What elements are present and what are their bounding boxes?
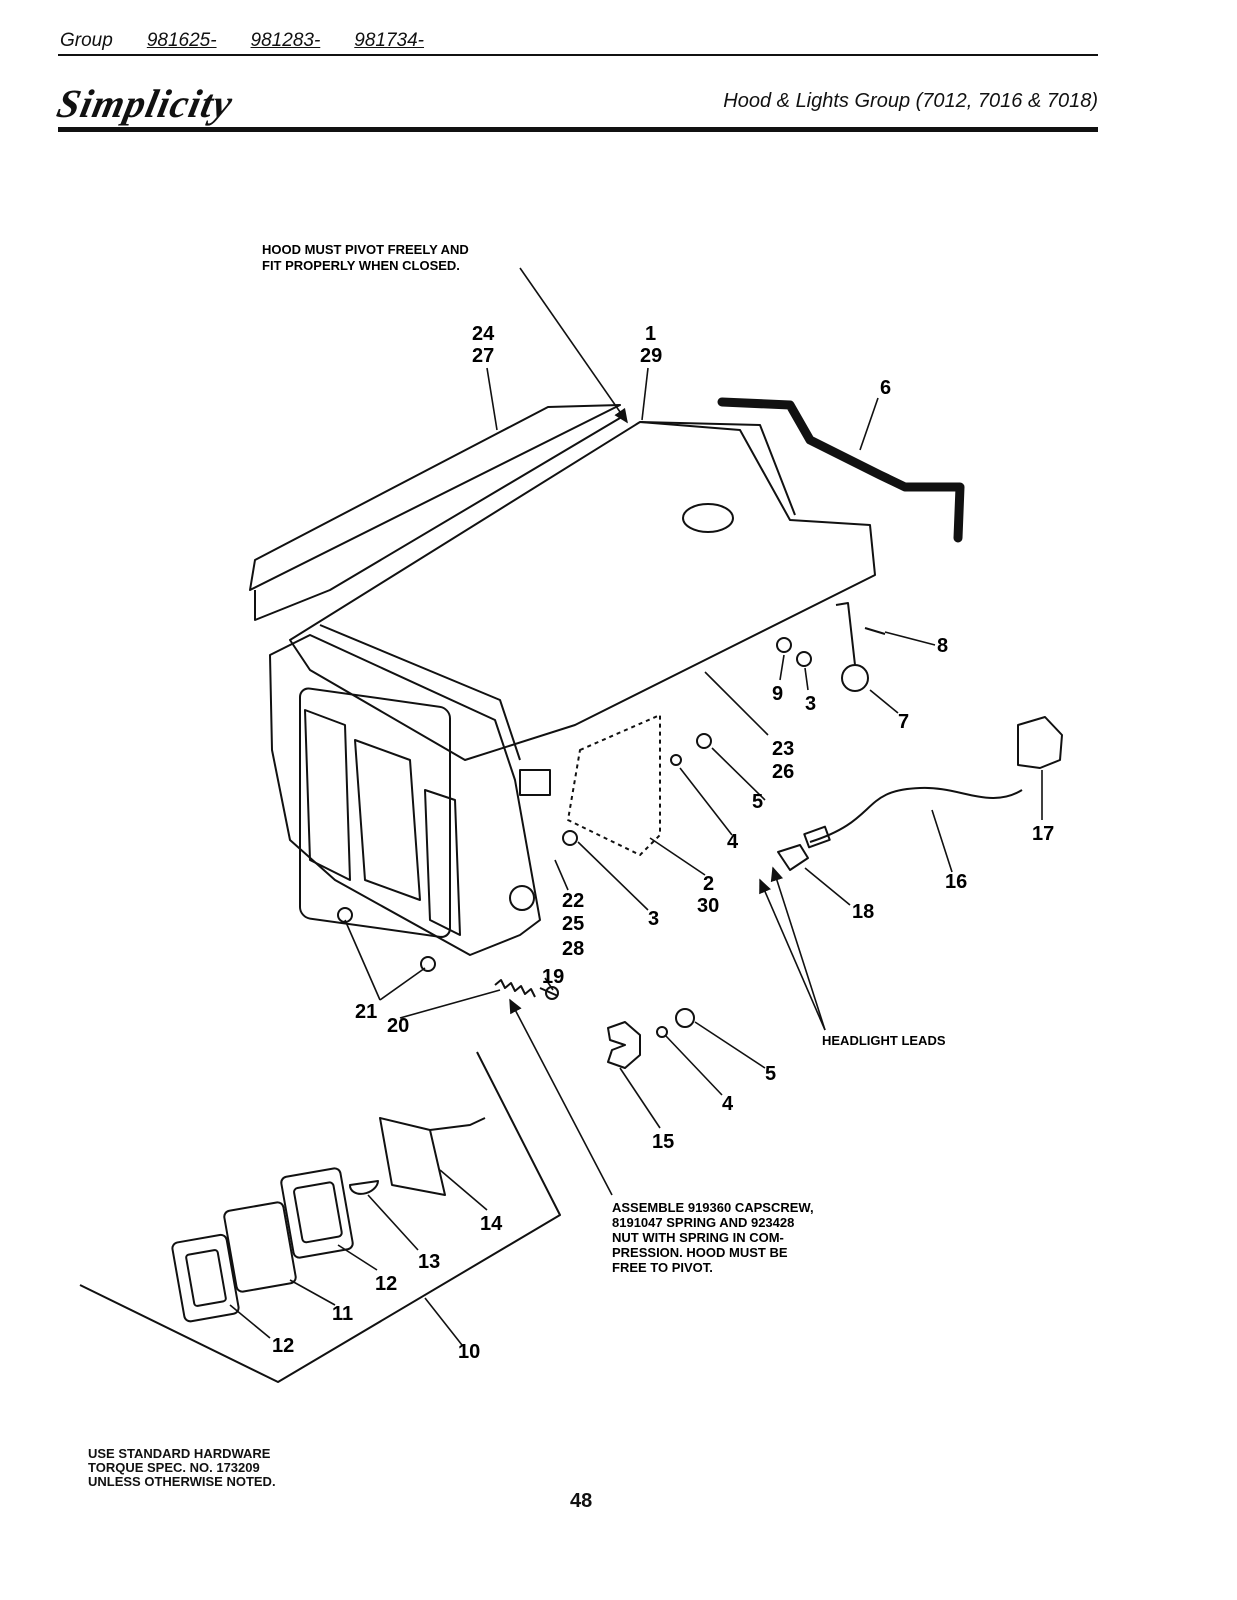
wire-harness <box>809 786 1023 843</box>
washer <box>796 651 812 667</box>
hardware-note-line-1: USE STANDARD HARDWARE <box>88 1446 271 1461</box>
callout-5-upper: 5 <box>752 791 763 813</box>
callout-12-upper: 12 <box>375 1273 397 1295</box>
group-number-3: 981734- <box>354 30 425 51</box>
callout-23: 23 <box>772 738 794 760</box>
pivot-spring <box>494 979 536 998</box>
callout-2: 2 <box>703 873 714 895</box>
connector <box>1017 716 1063 769</box>
note-assemble-5: FREE TO PIVOT. <box>612 1260 713 1275</box>
leader-hood-pivot <box>519 267 628 424</box>
group-number-1: 981625- <box>146 30 217 51</box>
note-hood-pivot-1: HOOD MUST PIVOT FREELY AND <box>262 242 469 257</box>
pivot-capscrew <box>539 987 559 997</box>
hardware-note-line-2: TORQUE SPEC. NO. 173209 <box>88 1460 260 1475</box>
washer <box>656 1026 668 1038</box>
callout-27: 27 <box>472 345 494 367</box>
hood-side-panel <box>249 404 621 591</box>
header-rule-top <box>58 54 1098 56</box>
callouts: 24 27 1 29 6 8 9 3 7 23 26 5 4 17 16 2 3… <box>272 323 1054 1363</box>
nut <box>696 733 712 749</box>
hood-handle <box>717 397 965 543</box>
page-number: 48 <box>570 1490 593 1512</box>
latch-bracket <box>835 602 856 666</box>
note-headlight-leads: HEADLIGHT LEADS <box>822 1033 946 1048</box>
callout-20: 20 <box>387 1015 409 1037</box>
note-assemble-3: NUT WITH SPRING IN COM- <box>612 1230 784 1245</box>
group-numbers: Group 981625- 981283- 981734- <box>60 30 458 52</box>
callout-19: 19 <box>542 966 564 988</box>
callout-30: 30 <box>697 895 719 917</box>
callout-4-lower: 4 <box>722 1093 734 1115</box>
washer <box>562 830 578 846</box>
callout-7: 7 <box>898 711 909 733</box>
leader-assemble <box>509 998 613 1196</box>
callout-17: 17 <box>1032 823 1054 845</box>
nut <box>337 907 353 923</box>
clip <box>607 1021 641 1069</box>
callout-13: 13 <box>418 1251 440 1273</box>
callout-21: 21 <box>355 1001 377 1023</box>
callout-11: 11 <box>332 1303 353 1325</box>
headlight-connector <box>777 844 809 871</box>
callout-3-lower: 3 <box>648 908 659 930</box>
callout-14: 14 <box>480 1213 503 1235</box>
nut <box>776 637 792 653</box>
bezel-12a <box>280 1167 354 1259</box>
callout-8: 8 <box>937 635 948 657</box>
callout-22: 22 <box>562 890 584 912</box>
callout-12-lower: 12 <box>272 1335 294 1357</box>
callout-16: 16 <box>945 871 967 893</box>
callout-15: 15 <box>652 1131 674 1153</box>
headlight-assembly-bracket <box>79 1051 561 1383</box>
hardware-note-line-3: UNLESS OTHERWISE NOTED. <box>88 1474 276 1489</box>
callout-29: 29 <box>640 345 662 367</box>
header-rule-bottom <box>58 127 1098 132</box>
callout-4-upper: 4 <box>727 831 739 853</box>
nut <box>420 956 436 972</box>
note-assemble-2: 8191047 SPRING AND 923428 <box>612 1215 794 1230</box>
group-label: Group <box>60 30 113 51</box>
note-assemble-4: PRESSION. HOOD MUST BE <box>612 1245 788 1260</box>
callout-1: 1 <box>645 323 656 345</box>
callout-6: 6 <box>880 377 891 399</box>
headlight-housing <box>379 1117 446 1196</box>
note-assemble-1: ASSEMBLE 919360 CAPSCREW, <box>612 1200 814 1215</box>
washer <box>670 754 682 766</box>
lens-11 <box>223 1201 297 1293</box>
callout-26: 26 <box>772 761 794 783</box>
hood-opening <box>682 503 734 533</box>
callout-5-lower: 5 <box>765 1063 776 1085</box>
callout-18: 18 <box>852 901 874 923</box>
callout-3-upper: 3 <box>805 693 816 715</box>
note-hood-pivot-2: FIT PROPERLY WHEN CLOSED. <box>262 258 460 273</box>
callout-24: 24 <box>472 323 495 345</box>
callout-10: 10 <box>458 1341 480 1363</box>
hood-body <box>289 421 876 761</box>
hood-badge <box>509 885 535 911</box>
callout-25: 25 <box>562 913 584 935</box>
callout-28: 28 <box>562 938 584 960</box>
bezel-12b <box>171 1233 240 1323</box>
nut <box>675 1008 695 1028</box>
page-subtitle: Hood & Lights Group (7012, 7016 & 7018) <box>723 90 1098 112</box>
bulb <box>348 1180 379 1195</box>
callout-9: 9 <box>772 683 783 705</box>
hardware-note: USE STANDARD HARDWARE TORQUE SPEC. NO. 1… <box>88 1447 276 1489</box>
group-number-2: 981283- <box>250 30 321 51</box>
hood-screen <box>567 714 661 856</box>
hood-front-grille <box>269 634 541 956</box>
